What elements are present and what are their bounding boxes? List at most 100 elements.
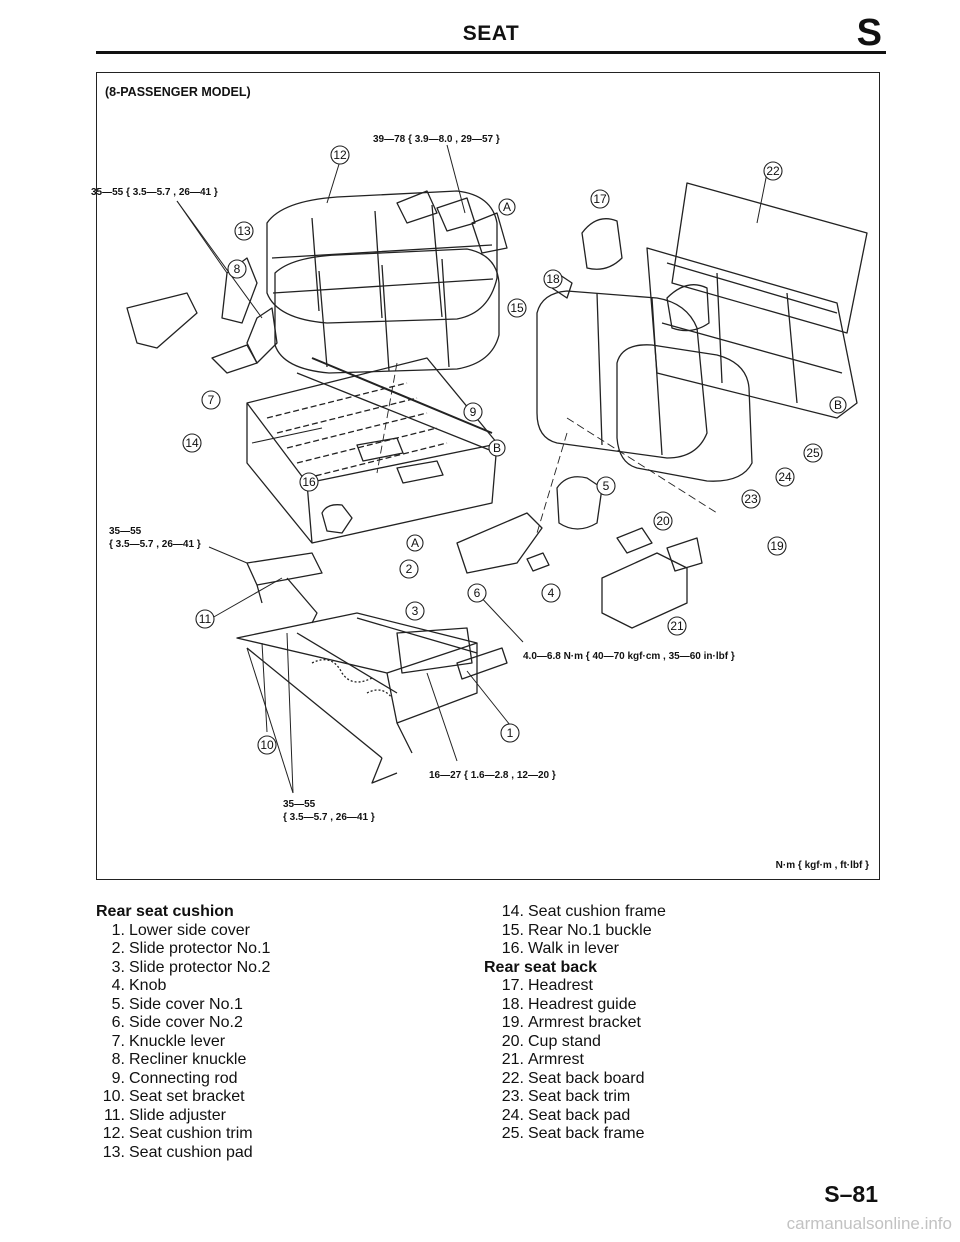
legend-item: 25.Seat back frame bbox=[484, 1125, 666, 1144]
item-number: 10. bbox=[102, 1088, 125, 1105]
item-number: 16. bbox=[501, 940, 524, 957]
item-label: Lower side cover bbox=[129, 921, 250, 939]
legend-item: 16.Walk in lever bbox=[484, 940, 666, 959]
torque-spec-bracket: 35—55 bbox=[283, 799, 316, 810]
item-number: 14. bbox=[501, 903, 524, 920]
callout-19 bbox=[767, 536, 787, 556]
callout-12 bbox=[330, 145, 350, 165]
callout-2 bbox=[399, 559, 419, 579]
legend-item: 5.Side cover No.1 bbox=[96, 996, 270, 1015]
callout-11 bbox=[195, 609, 215, 629]
knuckle-lever bbox=[126, 292, 258, 374]
item-number: 8. bbox=[111, 1051, 125, 1068]
item-label: Connecting rod bbox=[129, 1069, 238, 1087]
item-label: Slide protector No.2 bbox=[129, 958, 271, 976]
item-label: Slide adjuster bbox=[129, 1106, 226, 1124]
callout-10 bbox=[257, 735, 277, 755]
callout-1 bbox=[500, 723, 520, 743]
legend-item: 22.Seat back board bbox=[484, 1070, 666, 1089]
callout-label: 12 bbox=[333, 148, 347, 162]
item-number: 1. bbox=[111, 921, 125, 939]
callout-label: 24 bbox=[778, 470, 792, 484]
item-number: 17. bbox=[501, 977, 524, 994]
callout-label: 22 bbox=[766, 164, 780, 178]
legend-item: 17.Headrest bbox=[484, 977, 666, 996]
legend-heading: Rear seat cushion bbox=[96, 903, 234, 920]
callout-label: 14 bbox=[185, 436, 199, 450]
item-number: 23. bbox=[501, 1088, 524, 1105]
section-letter: S bbox=[856, 12, 882, 54]
callout-label: 25 bbox=[806, 446, 820, 460]
item-number: 7. bbox=[111, 1032, 125, 1050]
item-label: Rear No.1 buckle bbox=[528, 921, 652, 939]
item-label: Side cover No.2 bbox=[129, 1014, 243, 1031]
callout-22 bbox=[763, 161, 783, 181]
item-label: Armrest bracket bbox=[528, 1014, 641, 1031]
legend-item: 1.Lower side cover bbox=[96, 922, 270, 941]
item-label: Seat cushion trim bbox=[129, 1125, 253, 1142]
callout-b2 bbox=[829, 396, 847, 414]
callout-5 bbox=[596, 476, 616, 496]
torque-spec-cover: 4.0—6.8 N·m { 40—70 kgf·cm , 35—60 in·lb… bbox=[523, 651, 735, 662]
item-number: 25. bbox=[501, 1125, 524, 1142]
legend-item: 6.Side cover No.2 bbox=[96, 1014, 270, 1033]
armrest bbox=[601, 552, 688, 629]
callout-label: 10 bbox=[260, 738, 274, 752]
callout-label: 9 bbox=[470, 405, 477, 419]
torque-spec-recliner: 35—55 { 3.5—5.7 , 26—41 } bbox=[91, 187, 218, 198]
page-header: SEAT S bbox=[96, 12, 886, 54]
seat-cushion-trim bbox=[266, 190, 498, 324]
callout-label: B bbox=[834, 398, 842, 412]
seat-back-frame bbox=[646, 247, 858, 419]
rear-no1-buckle bbox=[396, 190, 508, 254]
callout-23 bbox=[741, 489, 761, 509]
torque-spec-slide-1: 35—55 bbox=[109, 526, 142, 537]
item-number: 3. bbox=[111, 958, 125, 976]
callout-17 bbox=[590, 189, 610, 209]
item-label: Seat back frame bbox=[528, 1125, 645, 1142]
connecting-rod bbox=[311, 357, 493, 434]
legend-item: 15.Rear No.1 buckle bbox=[484, 922, 666, 941]
item-label: Recliner knuckle bbox=[129, 1051, 247, 1068]
callout-a1 bbox=[406, 534, 424, 552]
item-label: Seat set bracket bbox=[129, 1088, 245, 1105]
callout-label: B bbox=[493, 441, 501, 455]
legend-item: 2.Slide protector No.1 bbox=[96, 940, 271, 959]
callout-21 bbox=[667, 616, 687, 636]
item-label: Headrest bbox=[528, 977, 593, 994]
knob bbox=[526, 552, 550, 572]
legend-item: 20.Cup stand bbox=[484, 1033, 666, 1052]
legend-item: 23.Seat back trim bbox=[484, 1088, 666, 1107]
item-number: 9. bbox=[111, 1069, 125, 1087]
item-number: 13. bbox=[102, 1143, 125, 1161]
item-label: Cup stand bbox=[528, 1032, 601, 1050]
side-cover-no1 bbox=[556, 476, 603, 530]
callout-label: 2 bbox=[406, 562, 413, 576]
model-label: (8-PASSENGER MODEL) bbox=[105, 85, 251, 99]
item-number: 4. bbox=[111, 977, 125, 994]
seat-back-trim bbox=[616, 344, 753, 482]
legend-rear-seat-back: 14.Seat cushion frame 15.Rear No.1 buckl… bbox=[484, 903, 666, 1144]
callout-label: 23 bbox=[744, 492, 758, 506]
side-cover-no2 bbox=[456, 512, 543, 574]
seat-set-bracket bbox=[236, 612, 478, 784]
item-label: Seat back pad bbox=[528, 1106, 631, 1124]
item-label: Slide protector No.1 bbox=[129, 940, 271, 957]
legend-item: 7.Knuckle lever bbox=[96, 1033, 270, 1052]
armrest-bracket bbox=[666, 537, 703, 572]
callout-15 bbox=[507, 298, 527, 318]
legend-item: 4.Knob bbox=[96, 977, 270, 996]
torque-spec-buckle: 39—78 { 3.9—8.0 , 29—57 } bbox=[373, 134, 500, 145]
callout-label: 5 bbox=[603, 479, 610, 493]
section-title: SEAT bbox=[462, 22, 520, 45]
item-number: 5. bbox=[111, 995, 125, 1013]
cup-stand bbox=[616, 527, 653, 554]
callout-labels: 12 13 8 7 14 9 B 16 A 2 3 6 4 5 11 10 1 … bbox=[185, 148, 842, 752]
callout-16 bbox=[299, 472, 319, 492]
seat-back-pad bbox=[536, 290, 708, 459]
diagram-drawing: 12 13 8 7 14 9 B 16 A 2 3 6 4 5 11 10 1 … bbox=[126, 144, 868, 794]
torque-spec-adjuster: 16—27 { 1.6—2.8 , 12—20 } bbox=[429, 770, 556, 781]
item-number: 18. bbox=[501, 995, 524, 1013]
item-label: Headrest guide bbox=[528, 995, 637, 1013]
item-number: 6. bbox=[111, 1014, 125, 1031]
